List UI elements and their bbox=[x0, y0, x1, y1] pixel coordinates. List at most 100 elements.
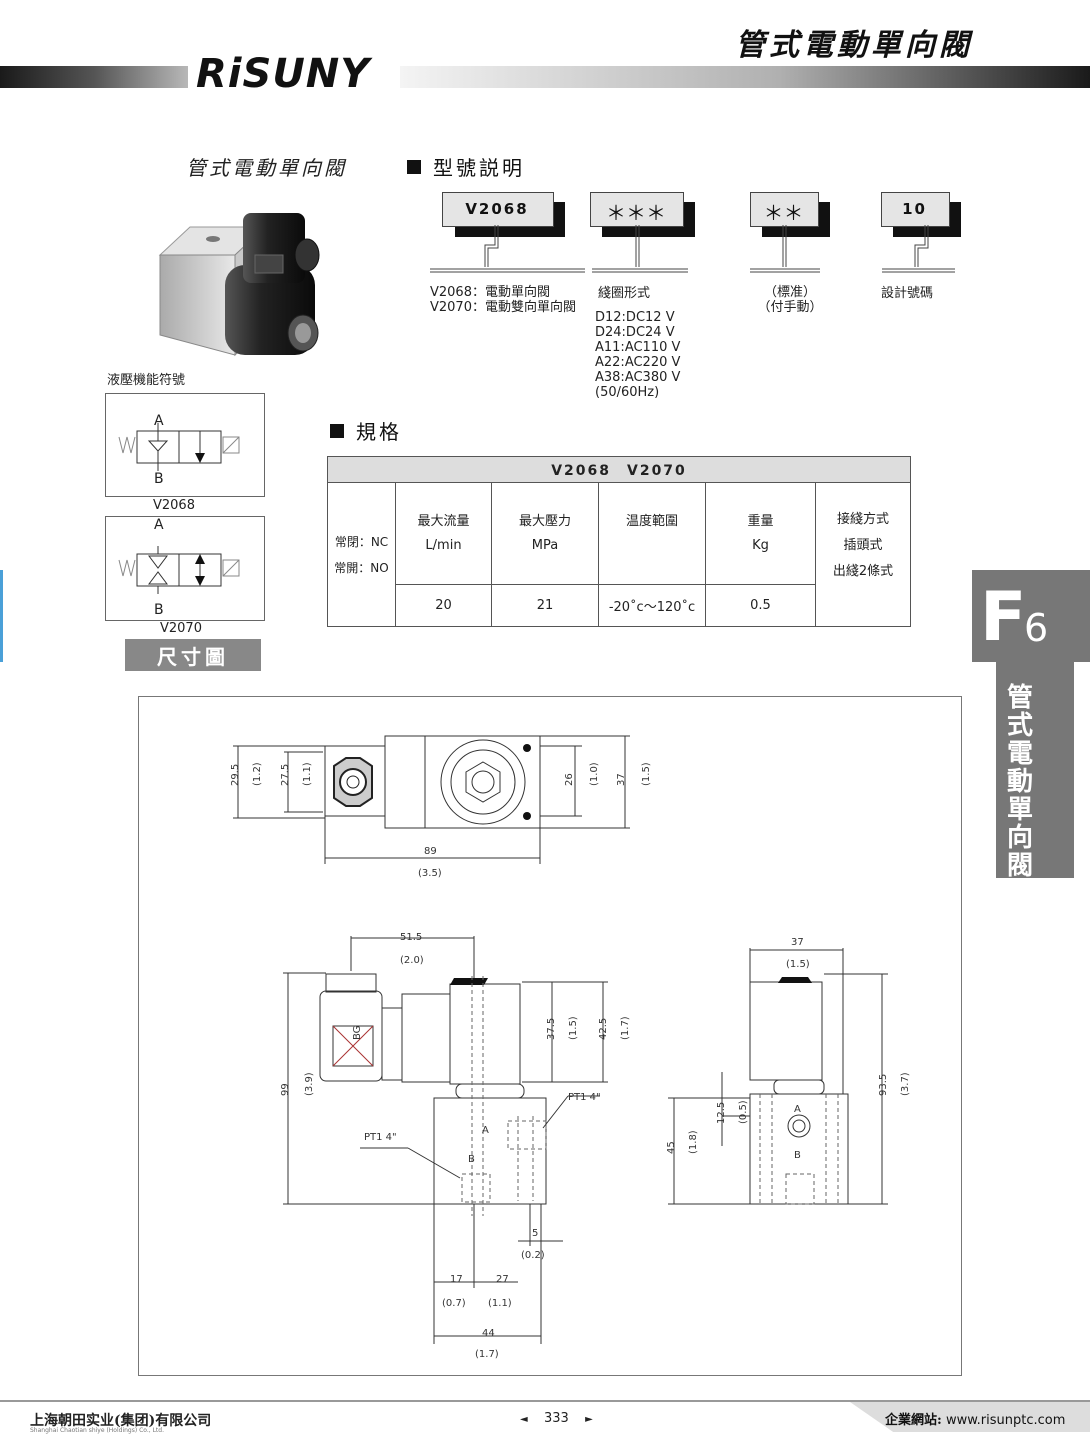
spec-col-name: 温度範圍 bbox=[598, 482, 706, 585]
spec-value: 21 bbox=[491, 584, 599, 627]
svg-text:(1.5): (1.5) bbox=[786, 959, 810, 970]
footer-website-bg bbox=[850, 1402, 1090, 1432]
symbol-v2070-label: V2070 bbox=[160, 621, 202, 636]
next-page-icon[interactable]: ► bbox=[585, 1414, 593, 1425]
model-code-box bbox=[442, 192, 554, 227]
svg-text:(1.2): (1.2) bbox=[252, 762, 263, 786]
symbol-v2068-frame bbox=[105, 393, 265, 497]
website-link[interactable]: www.risunptc.com bbox=[945, 1413, 1066, 1428]
footer-line bbox=[0, 1400, 1090, 1402]
coil-code-box bbox=[590, 192, 684, 227]
svg-text:(1.7): (1.7) bbox=[620, 1016, 631, 1040]
svg-text:(3.9): (3.9) bbox=[304, 1072, 315, 1096]
spec-value: 20 bbox=[395, 584, 492, 627]
spec-no: 常開：NO bbox=[334, 560, 389, 575]
port-b-label: B bbox=[154, 602, 164, 618]
bullet-square-icon bbox=[407, 160, 421, 174]
coil-option: D12:DC12 V bbox=[595, 310, 675, 325]
model-connector-lines bbox=[430, 225, 955, 273]
product-name: 管式電動單向閥 bbox=[186, 156, 347, 180]
coil-option: A22:AC220 V bbox=[595, 355, 681, 370]
svg-text:(1.5): (1.5) bbox=[568, 1016, 579, 1040]
svg-text:17: 17 bbox=[450, 1274, 463, 1285]
coil-title: 綫圈形式 bbox=[598, 286, 651, 301]
svg-text:27.5: 27.5 bbox=[280, 764, 291, 786]
option-code: ＊＊ bbox=[763, 201, 804, 225]
coil-option: D24:DC24 V bbox=[595, 325, 675, 340]
model-desc: V2068：電動單向閥 V2070：電動雙向單向閥 bbox=[430, 285, 576, 315]
svg-text:45: 45 bbox=[666, 1141, 677, 1154]
spec-nc: 常閉：NC bbox=[334, 534, 389, 549]
model-desc-v2068: V2068：電動單向閥 bbox=[430, 285, 550, 300]
svg-text:(1.5): (1.5) bbox=[641, 762, 652, 786]
svg-text:27: 27 bbox=[496, 1274, 509, 1285]
port-a-label: A bbox=[154, 517, 164, 533]
page-number: 333 bbox=[543, 1411, 569, 1426]
svg-text:(0.7): (0.7) bbox=[442, 1298, 466, 1309]
svg-text:5: 5 bbox=[532, 1228, 538, 1239]
svg-text:93.5: 93.5 bbox=[878, 1074, 889, 1096]
page-number-nav: ◄ 333 ► bbox=[520, 1411, 593, 1426]
valve-symbol-v2068 bbox=[118, 423, 240, 471]
svg-text:(0.5): (0.5) bbox=[738, 1100, 749, 1124]
svg-text:99: 99 bbox=[280, 1083, 291, 1096]
design-no-label: 設計號碼 bbox=[881, 286, 934, 301]
svg-text:89: 89 bbox=[424, 846, 437, 857]
svg-text:PT1 4": PT1 4" bbox=[568, 1092, 601, 1103]
port-b-label: B bbox=[154, 471, 164, 487]
symbol-v2070-frame bbox=[105, 516, 265, 621]
brand-logo: RiSUNY bbox=[188, 52, 379, 96]
product-photo bbox=[158, 213, 320, 357]
dimension-drawing-frame bbox=[138, 696, 962, 1376]
footer-website: 企業網站: www.risunptc.com bbox=[885, 1409, 1065, 1428]
side-tab-header bbox=[972, 570, 1090, 662]
svg-text:(1.0): (1.0) bbox=[589, 762, 600, 786]
svg-text:(1.1): (1.1) bbox=[488, 1298, 512, 1309]
svg-text:A: A bbox=[482, 1125, 489, 1136]
spec-value: -20˚c～120˚c bbox=[598, 584, 706, 627]
dimension-drawing: 29.5 (1.2) 27.5 (1.1) 26 (1.0) 37 (1.5) … bbox=[230, 735, 911, 1360]
side-tab-letter: F bbox=[980, 578, 1027, 657]
spec-section-heading: 規格 bbox=[330, 416, 402, 445]
svg-text:(3.5): (3.5) bbox=[418, 868, 442, 879]
svg-text:(2.0): (2.0) bbox=[400, 955, 424, 966]
spec-connection-cell: 接綫方式插頭式出綫2條式 bbox=[815, 482, 911, 627]
spec-value: 0.5 bbox=[705, 584, 816, 627]
port-a-label: A bbox=[154, 413, 164, 429]
side-tab-text: 管式電動單向閥 bbox=[1006, 683, 1033, 881]
spec-value-row: 20 21 -20˚c～120˚c 0.5 bbox=[328, 584, 911, 627]
prev-page-icon[interactable]: ◄ bbox=[520, 1414, 528, 1425]
svg-text:51.5: 51.5 bbox=[400, 932, 422, 943]
svg-text:A: A bbox=[794, 1104, 801, 1115]
spec-nc-no-cell: 常閉：NC 常開：NO bbox=[327, 482, 396, 627]
dimension-label-bar bbox=[125, 639, 261, 671]
side-tab bbox=[996, 662, 1074, 878]
svg-text:26: 26 bbox=[564, 773, 575, 786]
bullet-square-icon bbox=[330, 424, 344, 438]
svg-text:44: 44 bbox=[482, 1328, 495, 1339]
symbol-title: 液壓機能符號 bbox=[107, 373, 186, 388]
design-code-box bbox=[881, 192, 950, 227]
page-title: 管式電動單向閥 bbox=[735, 28, 973, 63]
valve-symbol-v2070 bbox=[118, 546, 240, 594]
coil-option: A38:AC380 V bbox=[595, 370, 681, 385]
footer-company: 上海朝田实业(集团)有限公司 bbox=[30, 1413, 212, 1429]
svg-text:(1.8): (1.8) bbox=[688, 1130, 699, 1154]
svg-text:42.5: 42.5 bbox=[598, 1018, 609, 1040]
svg-text:B: B bbox=[794, 1150, 801, 1161]
symbol-v2068-label: V2068 bbox=[153, 498, 195, 513]
coil-option: A11:AC110 V bbox=[595, 340, 681, 355]
spec-model-header: V2068 V2070 bbox=[327, 456, 911, 483]
left-edge-accent bbox=[0, 570, 3, 662]
model-code: V2068 bbox=[465, 200, 529, 218]
option-manual: （付手動） bbox=[757, 300, 823, 315]
top-view: 29.5 (1.2) 27.5 (1.1) 26 (1.0) 37 (1.5) … bbox=[230, 735, 652, 879]
svg-text:(1.1): (1.1) bbox=[302, 762, 313, 786]
side-tab-number: 6 bbox=[1024, 606, 1049, 650]
svg-text:PT1 4": PT1 4" bbox=[364, 1132, 397, 1143]
